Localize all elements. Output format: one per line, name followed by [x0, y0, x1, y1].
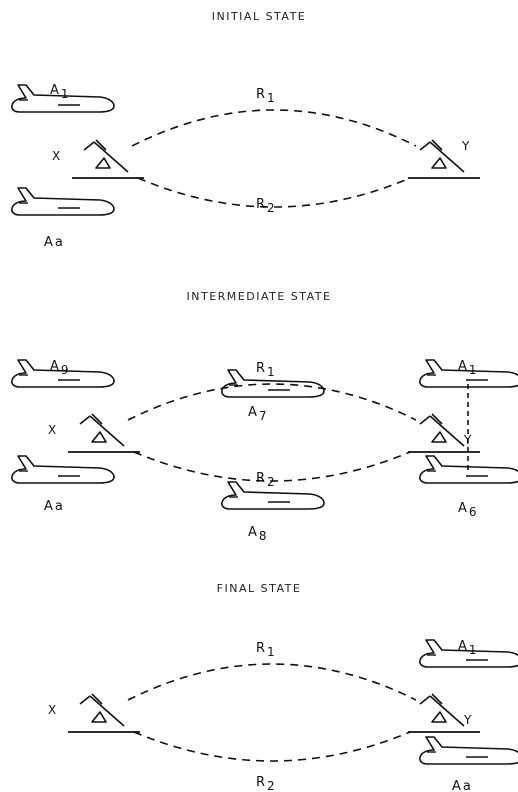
route-r1-line — [131, 109, 417, 147]
aircraft-icon — [419, 455, 518, 484]
aircraft-icon — [11, 455, 115, 484]
intermediate-state-title: INTERMEDIATE STATE — [186, 290, 332, 303]
origin-label-2: X — [48, 703, 56, 717]
aircraft-icon — [11, 187, 115, 216]
initial-state-title: INITIAL STATE — [211, 10, 307, 23]
destination-label-0: Y — [461, 139, 470, 153]
destination-label-2: Y — [463, 713, 472, 727]
route-r1-line — [127, 663, 417, 701]
route-r2-line — [137, 177, 411, 208]
route-r2-line — [133, 451, 411, 482]
origin-label-1: X — [48, 423, 56, 437]
origin-label-0: X — [52, 149, 60, 163]
final-state-title: FINAL STATE — [216, 582, 302, 595]
route-r2-line — [133, 731, 411, 762]
aircraft-icon — [419, 736, 518, 765]
route-r1-line — [127, 383, 417, 421]
